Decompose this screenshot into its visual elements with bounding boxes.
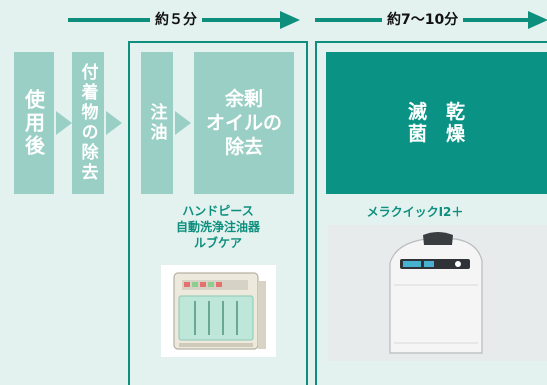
step-after-use: 使用後 [14, 52, 54, 194]
sterilizer-photo [328, 225, 547, 361]
step-sterilize-dry: 滅 乾 菌 燥 [326, 52, 547, 194]
lubricator-product-name: ハンドピース 自動洗浄注油器 ルブケア [175, 204, 260, 250]
step-remove-debris: 付着物の除去 [72, 52, 104, 194]
step-oil-injection: 注油 [141, 52, 173, 194]
step-oil-injection-label: 注油 [146, 103, 167, 143]
phase2-frame [315, 41, 547, 385]
sterilizer-device-icon [328, 225, 547, 361]
lubricator-photo [161, 265, 276, 357]
chevron-right-icon [56, 111, 72, 135]
chevron-right-icon [175, 111, 191, 135]
phase1-time-label: 約５分 [150, 10, 202, 30]
step-remove-excess-oil-label: 余剰 オイルの 除去 [205, 88, 282, 158]
step-sterilize-dry-label: 滅 乾 菌 燥 [407, 101, 465, 145]
timeline-arrow-1-head [280, 11, 300, 29]
phase2-time-label: 約7～10分 [382, 10, 464, 30]
step-remove-excess-oil: 余剰 オイルの 除去 [194, 52, 294, 194]
timeline-arrow-2-head [528, 11, 547, 29]
lubricator-device-icon [161, 265, 276, 357]
chevron-right-icon [106, 111, 122, 135]
step-after-use-label: 使用後 [21, 88, 46, 158]
step-remove-debris-label: 付着物の除去 [77, 63, 98, 183]
phase1-frame [128, 41, 308, 385]
sterilizer-product-name: メラクイックI2＋ [366, 205, 464, 219]
